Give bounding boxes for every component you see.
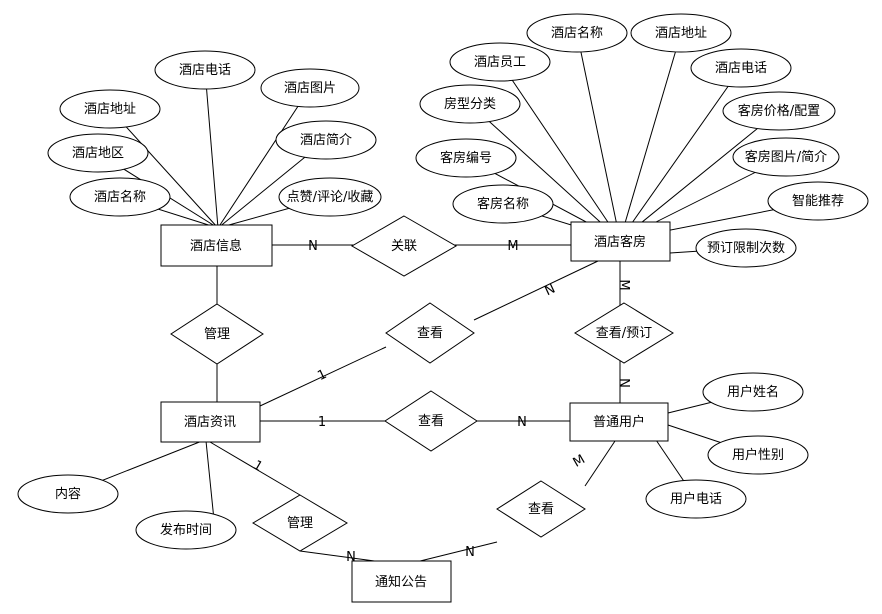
cardinality-label: N [465, 545, 475, 560]
attr-smart-recommend: 智能推荐 [767, 181, 869, 221]
cardinality-label: M [507, 239, 518, 254]
attribute-label: 客房编号 [440, 150, 492, 166]
relation-manage-top: 管理 [170, 303, 264, 365]
attr-room-number: 客房编号 [415, 138, 517, 178]
relation-manage-bottom: 管理 [252, 494, 348, 552]
entity-label: 酒店客房 [594, 234, 646, 250]
entity-notice: 通知公告 [351, 560, 452, 603]
relation-view-bottom: 查看 [496, 480, 586, 538]
entity-label: 通知公告 [375, 574, 427, 590]
relation-label: 查看 [418, 413, 444, 429]
relation-view-book: 查看/预订 [574, 302, 674, 364]
attr-room-price-config: 客房价格/配置 [722, 91, 836, 131]
attr-room-hotel-name: 酒店名称 [526, 13, 628, 53]
attribute-label: 客房名称 [477, 196, 529, 212]
cardinality-label: N [346, 550, 356, 565]
attribute-label: 酒店地址 [655, 26, 707, 41]
attr-hotel-image: 酒店图片 [260, 68, 360, 108]
attr-user-gender: 用户性别 [707, 435, 809, 475]
attr-room-image-intro: 客房图片/简介 [732, 137, 840, 177]
cardinality-label: 1 [250, 458, 265, 475]
attr-news-content: 内容 [17, 474, 119, 514]
attribute-label: 客房价格/配置 [738, 103, 820, 119]
attr-room-type: 房型分类 [419, 84, 521, 124]
relation-label: 关联 [391, 239, 417, 254]
relation-label: 管理 [204, 327, 230, 342]
attribute-label: 酒店地区 [72, 146, 124, 161]
attr-room-hotel-address: 酒店地址 [630, 13, 732, 53]
attribute-label: 发布时间 [160, 522, 212, 538]
attribute-label: 酒店员工 [474, 55, 526, 70]
attr-booking-limit: 预订限制次数 [695, 228, 797, 268]
attribute-label: 酒店图片 [284, 81, 336, 96]
attr-publish-time: 发布时间 [135, 510, 237, 550]
relation-associate: 关联 [350, 215, 458, 277]
entity-hotel-info: 酒店信息 [160, 224, 273, 267]
attribute-label: 用户性别 [732, 447, 784, 463]
attribute-label: 用户姓名 [727, 384, 779, 400]
cardinality-label: N [517, 415, 527, 430]
attr-hotel-phone: 酒店电话 [154, 50, 256, 90]
attribute-label: 酒店名称 [94, 189, 146, 205]
cardinality-label: N [616, 378, 631, 388]
attribute-label: 酒店名称 [551, 25, 603, 41]
attribute-label: 酒店电话 [715, 61, 767, 76]
attr-room-hotel-phone: 酒店电话 [690, 48, 792, 88]
attribute-label: 客房图片/简介 [745, 149, 827, 165]
relation-label: 查看 [528, 501, 554, 517]
attr-room-name: 客房名称 [452, 184, 554, 224]
entity-label: 普通用户 [593, 414, 645, 430]
cardinality-label: N [308, 239, 318, 254]
attr-user-phone: 用户电话 [645, 479, 747, 519]
cardinality-label: N [543, 282, 558, 300]
entity-label: 酒店信息 [190, 238, 242, 254]
relation-label: 管理 [287, 516, 313, 531]
attribute-label: 房型分类 [444, 96, 496, 112]
attribute-label: 预订限制次数 [707, 240, 785, 256]
entity-hotel-room: 酒店客房 [570, 221, 671, 262]
cardinality-label: 1 [318, 415, 326, 430]
attr-hotel-intro: 酒店简介 [275, 120, 377, 160]
attr-room-staff: 酒店员工 [449, 42, 551, 82]
relation-view-top: 查看 [385, 302, 475, 364]
attr-hotel-address: 酒店地址 [59, 89, 161, 129]
cardinality-label: 1 [315, 367, 329, 384]
cardinality-label: M [571, 452, 588, 471]
attr-like-comment-fav: 点赞/评论/收藏 [278, 177, 382, 217]
relation-label: 查看/预订 [596, 325, 652, 341]
cardinality-label: M [616, 279, 631, 290]
cardinality-labels: N M N 1 M N 1 N 1 N N M [250, 239, 631, 565]
attribute-label: 酒店电话 [179, 63, 231, 78]
entity-hotel-news: 酒店资讯 [160, 401, 261, 443]
attr-user-name: 用户姓名 [702, 372, 804, 412]
attr-hotel-region: 酒店地区 [47, 133, 149, 173]
attribute-label: 内容 [55, 486, 81, 502]
attribute-label: 智能推荐 [792, 194, 844, 209]
entity-normal-user: 普通用户 [569, 402, 669, 442]
attr-hotel-name: 酒店名称 [69, 177, 171, 217]
relation-view-mid: 查看 [384, 390, 478, 452]
attribute-label: 酒店简介 [300, 132, 352, 148]
attribute-label: 酒店地址 [84, 102, 136, 117]
relation-label: 查看 [417, 325, 443, 341]
attribute-label: 点赞/评论/收藏 [287, 190, 374, 205]
attribute-label: 用户电话 [670, 491, 722, 507]
entity-label: 酒店资讯 [184, 415, 236, 430]
